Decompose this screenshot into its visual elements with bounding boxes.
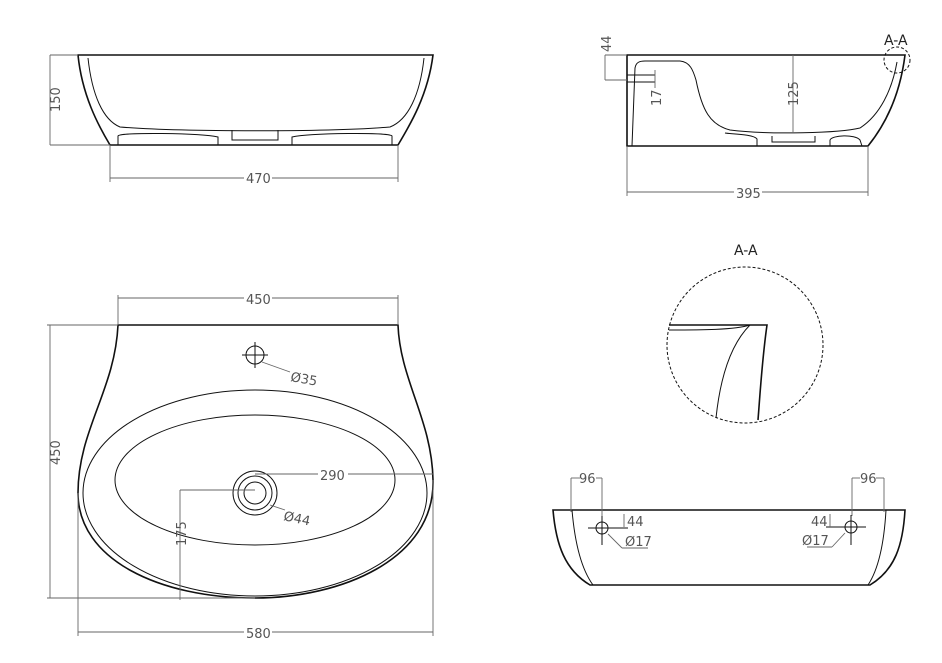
right-offset-label: 96	[860, 472, 877, 487]
top-view: Ø35 450 450 290 175 Ø44 580	[47, 291, 434, 642]
section-marker-label: A-A	[884, 33, 908, 49]
detail-label: A-A	[734, 243, 758, 259]
overflow-diameter-label: 17	[650, 89, 665, 106]
front-width-label: 470	[246, 172, 271, 187]
drain-front-label: 175	[175, 521, 190, 546]
drain-diameter-label: Ø44	[282, 509, 311, 529]
side-view: 44 17 125 395 A-A	[600, 33, 911, 202]
overflow-offset-label: 44	[600, 35, 615, 52]
right-hole-label: Ø17	[802, 534, 829, 549]
depth-label: 450	[49, 440, 64, 465]
detail-view: A-A	[666, 243, 824, 424]
left-hole-label: Ø17	[625, 535, 652, 550]
front-height-label: 150	[49, 87, 64, 112]
tap-hole-label: Ø35	[289, 370, 318, 389]
right-height-label: 44	[811, 515, 828, 530]
side-depth-label: 125	[787, 81, 802, 106]
rear-width-label: 450	[246, 293, 271, 308]
overall-width-label: 580	[246, 627, 271, 642]
left-offset-label: 96	[579, 472, 596, 487]
front-view: 150 470	[49, 54, 434, 187]
drain-offset-label: 290	[320, 469, 345, 484]
left-height-label: 44	[627, 515, 644, 530]
back-view: 96 96 44 44 Ø17 Ø17	[552, 472, 906, 586]
side-width-label: 395	[736, 187, 761, 202]
